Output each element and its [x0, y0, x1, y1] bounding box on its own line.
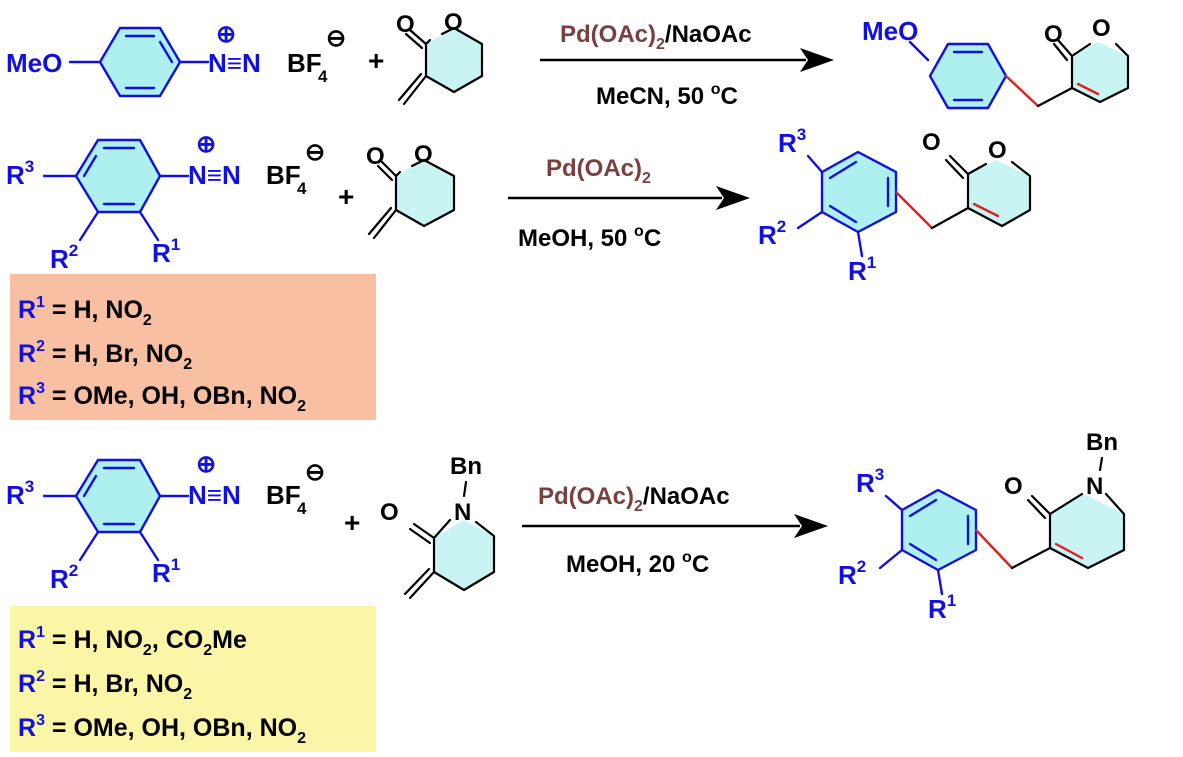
methylene-lactone-1: O O [396, 9, 484, 106]
substituent-box-1: R1 = H, NO2 R2 = H, Br, NO2 R3 = OMe, OH… [10, 274, 376, 420]
negative-charge-icon: ⊖ [305, 139, 325, 166]
substituent-line-r2: R2 = H, Br, NO2 [18, 668, 192, 703]
r2-label: R2 [838, 557, 866, 590]
carbonyl-oxygen: O [922, 129, 941, 156]
product-1: MeO O O [862, 15, 1130, 110]
positive-charge-icon: ⊕ [196, 451, 216, 478]
tetrafluoroborate: BF [287, 48, 322, 78]
substituent-line-r1: R1 = H, NO2, CO2Me [18, 624, 247, 659]
negative-charge-icon: ⊖ [326, 25, 346, 52]
negative-charge-icon: ⊖ [305, 459, 325, 486]
catalyst-label: Pd(OAc)2/NaOAc [538, 483, 730, 515]
carbonyl-oxygen: O [380, 499, 399, 526]
reaction-1: MeO ⊕ N≡N BF 4 ⊖ + O O [6, 9, 1130, 110]
diazonium-salt-2: R3 ⊕ N≡N BF 4 ⊖ R2 R1 [6, 131, 325, 274]
methoxy-label: MeO [862, 16, 918, 46]
diazonium-salt-3: R3 ⊕ N≡N BF 4 ⊖ R2 R1 [6, 451, 325, 594]
methylene-lactone-2: O O [366, 141, 456, 240]
ring-oxygen: O [988, 137, 1007, 164]
r3-label: R3 [6, 477, 34, 510]
r1-label: R1 [152, 555, 180, 588]
reaction-arrow-3: Pd(OAc)2/NaOAc MeOH, 20 oC [522, 483, 828, 578]
carbonyl-oxygen: O [366, 143, 385, 170]
tetrafluoroborate-subscript: 4 [297, 179, 307, 198]
r1-label: R1 [928, 591, 956, 624]
conditions-label: MeCN, 50 oC [596, 81, 738, 110]
tetrafluoroborate: BF [266, 160, 301, 190]
diazonium-group: N≡N [188, 160, 241, 190]
positive-charge-icon: ⊕ [196, 131, 216, 158]
reaction-3: R3 ⊕ N≡N BF 4 ⊖ R2 R1 + Bn [6, 429, 1126, 752]
carbonyl-oxygen: O [1004, 473, 1023, 500]
catalyst-label: Pd(OAc)2 [546, 155, 651, 187]
tetrafluoroborate: BF [266, 480, 301, 510]
positive-charge-icon: ⊕ [216, 21, 236, 48]
lactam-nitrogen: N [1086, 473, 1103, 500]
ring-oxygen: O [414, 141, 433, 168]
benzene-ring [820, 150, 898, 234]
plus-sign: + [338, 181, 354, 212]
r2-label: R2 [50, 561, 78, 594]
benzene-ring [98, 26, 182, 98]
benzene-ring [74, 138, 162, 214]
carbonyl-oxygen: O [1044, 21, 1063, 48]
methylene-lactam: Bn N O [380, 453, 496, 600]
benzene-ring [928, 42, 1008, 110]
diazonium-salt-1: MeO ⊕ N≡N BF 4 ⊖ [6, 21, 346, 98]
ring-oxygen: O [1092, 15, 1111, 42]
benzyl-label: Bn [450, 453, 482, 480]
substituent-box-background [10, 274, 376, 420]
diazonium-group: N≡N [188, 480, 241, 510]
reaction-arrow-1: Pd(OAc)2/NaOAc MeCN, 50 oC [540, 21, 834, 110]
substituent-line-r3: R3 = OMe, OH, OBn, NO2 [18, 380, 306, 415]
methoxy-label: MeO [6, 48, 62, 78]
r3-label: R3 [856, 465, 884, 498]
diazonium-group: N≡N [208, 48, 261, 78]
benzene-ring [74, 458, 162, 534]
r1-label: R1 [152, 235, 180, 268]
r3-label: R3 [778, 125, 806, 158]
carbonyl-oxygen: O [396, 11, 415, 38]
reaction-arrow-2: Pd(OAc)2 MeOH, 50 oC [508, 155, 750, 252]
conditions-label: MeOH, 20 oC [566, 549, 709, 578]
ring-oxygen: O [444, 9, 463, 36]
tetrafluoroborate-subscript: 4 [318, 67, 328, 86]
tetrafluoroborate-subscript: 4 [297, 499, 307, 518]
r2-label: R2 [50, 241, 78, 274]
catalyst-label: Pd(OAc)2/NaOAc [560, 21, 752, 53]
plus-sign: + [344, 507, 360, 538]
r2-label: R2 [758, 217, 786, 250]
substituent-line-r2: R2 = H, Br, NO2 [18, 338, 192, 373]
substituent-box-2: R1 = H, NO2, CO2Me R2 = H, Br, NO2 R3 = … [10, 606, 376, 752]
benzyl-label: Bn [1086, 429, 1118, 456]
benzene-ring [900, 488, 978, 572]
product-2: R3 O O R2 R1 [758, 125, 1032, 286]
substituent-box-background [10, 606, 376, 752]
lactam-nitrogen: N [454, 499, 471, 526]
substituent-line-r3: R3 = OMe, OH, OBn, NO2 [18, 712, 306, 747]
product-3: Bn R3 O N R2 R1 [838, 429, 1126, 624]
r1-label: R1 [848, 253, 876, 286]
conditions-label: MeOH, 50 oC [518, 223, 661, 252]
plus-sign: + [368, 45, 384, 76]
r3-label: R3 [6, 157, 34, 190]
substituent-line-r1: R1 = H, NO2 [18, 294, 152, 329]
reaction-2: R3 ⊕ N≡N BF 4 ⊖ R2 R1 + O O [6, 125, 1032, 420]
